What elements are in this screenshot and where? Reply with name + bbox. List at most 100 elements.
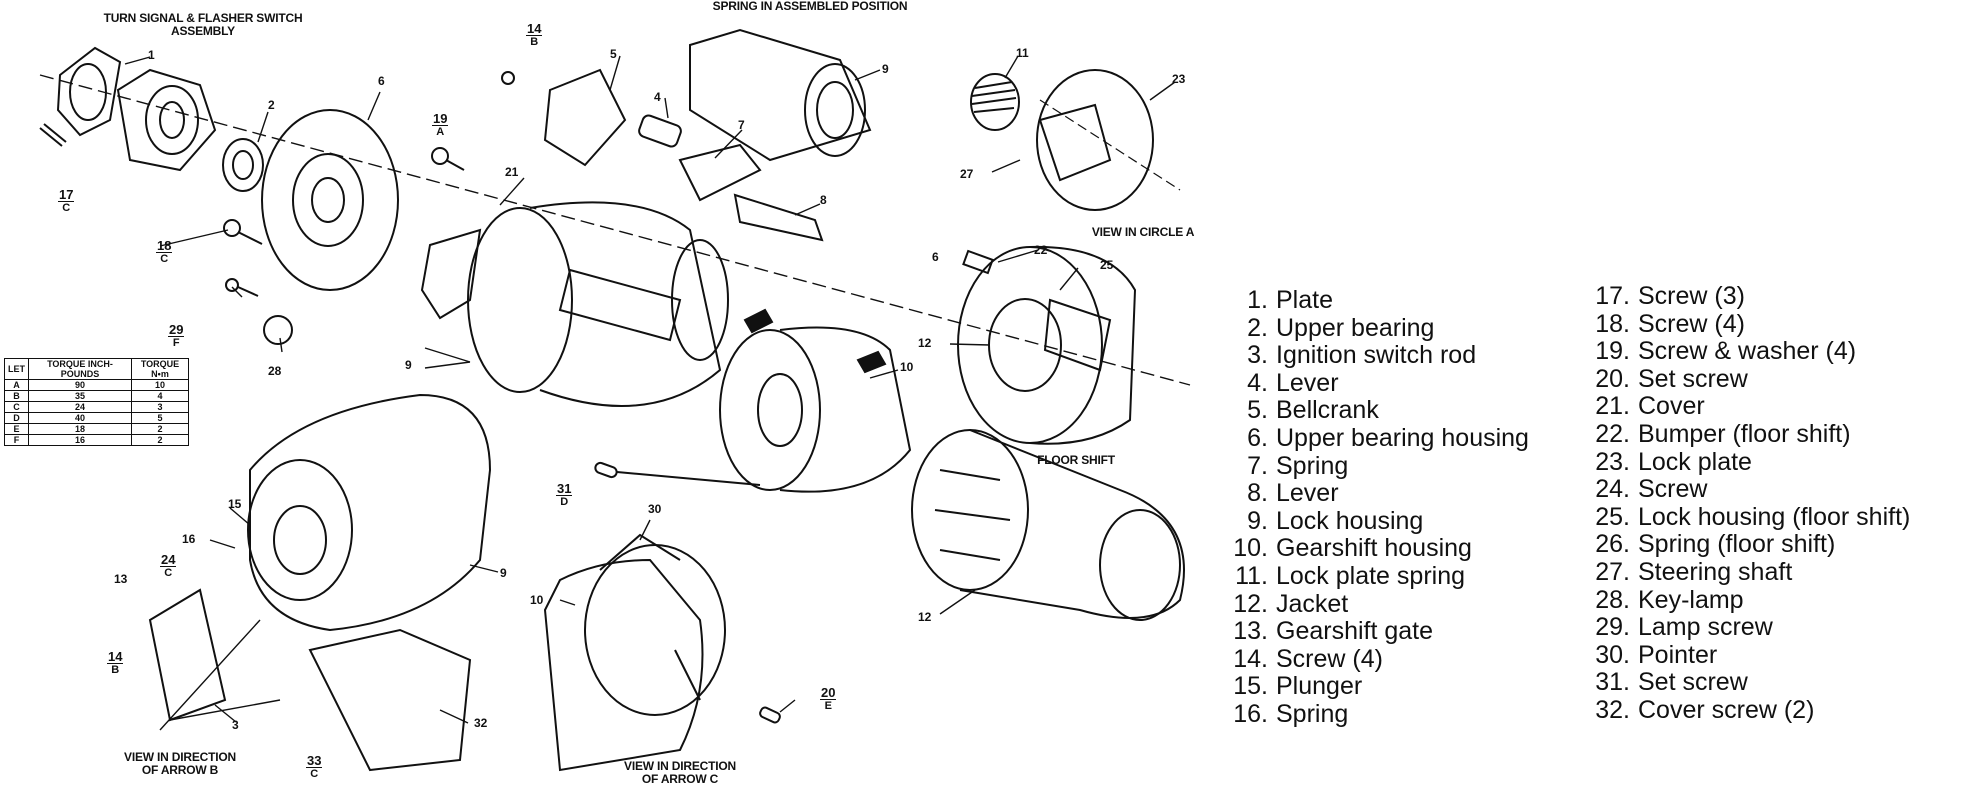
legend-item-label: Jacket — [1276, 589, 1349, 618]
legend-item-label: Plunger — [1276, 672, 1363, 701]
legend-item-label: Lock plate spring — [1276, 561, 1466, 590]
legend-item-number: 31. — [1595, 668, 1630, 697]
callout-2: 2 — [268, 98, 275, 112]
callout-7: 7 — [738, 118, 745, 132]
caption-arrow-c-line1: VIEW IN DIRECTION — [624, 759, 736, 773]
legend-item: 27.Steering shaft — [1594, 558, 1910, 587]
legend-item-number: 1. — [1247, 286, 1268, 314]
legend-item-number: 17. — [1595, 282, 1630, 310]
callout-5: 5 — [610, 47, 617, 61]
legend-item: 32.Cover screw (2) — [1594, 695, 1910, 725]
legend-item-label: Gearshift housing — [1276, 534, 1472, 563]
legend-item: 21. Cover — [1594, 393, 1910, 421]
callout-15: 15 — [228, 497, 242, 511]
callout-13: 13 — [114, 572, 128, 586]
callout-33-letter: C — [310, 768, 319, 780]
legend-item: 30.Pointer — [1594, 641, 1910, 670]
torque-table-cell: 2 — [131, 434, 189, 446]
caption-arrow-b: VIEW IN DIRECTION OF ARROW B — [100, 751, 260, 777]
caption-arrow-c-line2: OF ARROW C — [641, 772, 719, 786]
arrow-b-view — [148, 393, 492, 772]
legend-item-number: 25. — [1595, 502, 1630, 531]
upper-bearing-housing-part — [261, 109, 399, 291]
legend-item-number: 15. — [1233, 672, 1268, 701]
legend-item: 16. Spring — [1232, 699, 1529, 729]
legend-item: 1.Plate — [1232, 286, 1529, 315]
legend-item-label: Spring (floor shift) — [1638, 530, 1836, 559]
legend-item-label: Spring — [1276, 451, 1349, 480]
bellcrank-part — [543, 68, 627, 167]
legend-item-label: Upper bearing — [1276, 313, 1435, 342]
legend-item: 7.Spring — [1232, 451, 1529, 481]
callout-24-number: 24 — [160, 552, 177, 567]
jacket-part-right — [911, 429, 1185, 621]
torque-table-cell: B — [4, 390, 29, 402]
legend-item-number: 11. — [1235, 561, 1268, 590]
legend-item-number: 5. — [1247, 396, 1268, 425]
leader-lines — [124, 55, 1176, 724]
callout-11: 11 — [1016, 46, 1029, 60]
turn-signal-switch-part — [116, 68, 217, 172]
callout-10-arrow-c: 10 — [530, 593, 544, 607]
legend-item-number: 2. — [1247, 313, 1268, 342]
legend-item: 19.Screw & washer (4) — [1594, 337, 1910, 366]
legend-item: 4.Lever — [1232, 368, 1529, 398]
callout-30: 30 — [648, 502, 662, 516]
legend-item: 13. Gearshift gate — [1232, 617, 1529, 646]
callout-17-letter: C — [62, 202, 71, 214]
caption-floor-shift: FLOOR SHIFT — [1037, 453, 1115, 467]
legend-item-label: Lever — [1276, 368, 1339, 397]
callout-12-floor: 12 — [918, 336, 932, 350]
torque-header-nm: TORQUE N•m — [131, 358, 189, 380]
callout-33-number: 33 — [306, 753, 323, 768]
legend-item-number: 16. — [1233, 699, 1268, 728]
lock-housing-part — [467, 201, 729, 407]
legend-item-number: 21. — [1595, 392, 1630, 421]
legend-item: 24.Screw — [1594, 475, 1910, 504]
callout-14-bottom-number: 14 — [107, 649, 124, 664]
legend-item-number: 23. — [1595, 447, 1630, 476]
floor-shift-housing-part — [957, 245, 1137, 445]
callout-4: 4 — [654, 90, 661, 104]
torque-table-cell: E — [4, 423, 29, 435]
parts-legend-right: 17.Screw (3)18.Screw (4)19.Screw & washe… — [1594, 282, 1910, 725]
legend-item-label: Spring — [1276, 699, 1349, 728]
legend-item: 29.Lamp screw — [1594, 613, 1910, 642]
torque-header-inch-pounds: TORQUE INCH-POUNDS — [28, 358, 132, 380]
callout-24-letter: C — [164, 567, 173, 579]
legend-item-label: Lock plate — [1638, 447, 1752, 476]
callout-18-number: 18 — [156, 238, 173, 253]
legend-item-label: Gearshift gate — [1276, 617, 1434, 646]
callout-28: 28 — [268, 364, 282, 378]
legend-item: 17.Screw (3) — [1594, 282, 1910, 311]
torque-table-cell: 35 — [28, 390, 132, 402]
caption-spring-assembled: SPRING IN ASSEMBLED POSITION — [712, 0, 908, 13]
callout-17-number: 17 — [58, 187, 75, 202]
legend-item: 25.Lock housing (floor shift) — [1594, 502, 1910, 532]
legend-item-label: Screw (4) — [1276, 644, 1383, 673]
caption-arrow-c: VIEW IN DIRECTION OF ARROW C — [600, 760, 760, 786]
torque-table-cell: F — [4, 434, 29, 446]
legend-item-number: 12. — [1233, 589, 1268, 618]
legend-item-label: Cover — [1638, 392, 1705, 421]
torque-table-cell: 40 — [28, 412, 132, 424]
legend-item-number: 8. — [1247, 479, 1268, 508]
legend-item-number: 28. — [1595, 585, 1630, 614]
legend-item: 9.Lock housing — [1232, 507, 1529, 536]
torque-table-cell: 5 — [131, 412, 189, 424]
legend-item-number: 13. — [1233, 617, 1268, 646]
legend-item-label: Screw & washer (4) — [1638, 337, 1857, 366]
legend-item-label: Cover screw (2) — [1638, 695, 1815, 724]
legend-item-label: Lamp screw — [1638, 613, 1773, 642]
legend-item: 8.Lever — [1232, 479, 1529, 508]
legend-item-label: Upper bearing housing — [1276, 423, 1529, 452]
